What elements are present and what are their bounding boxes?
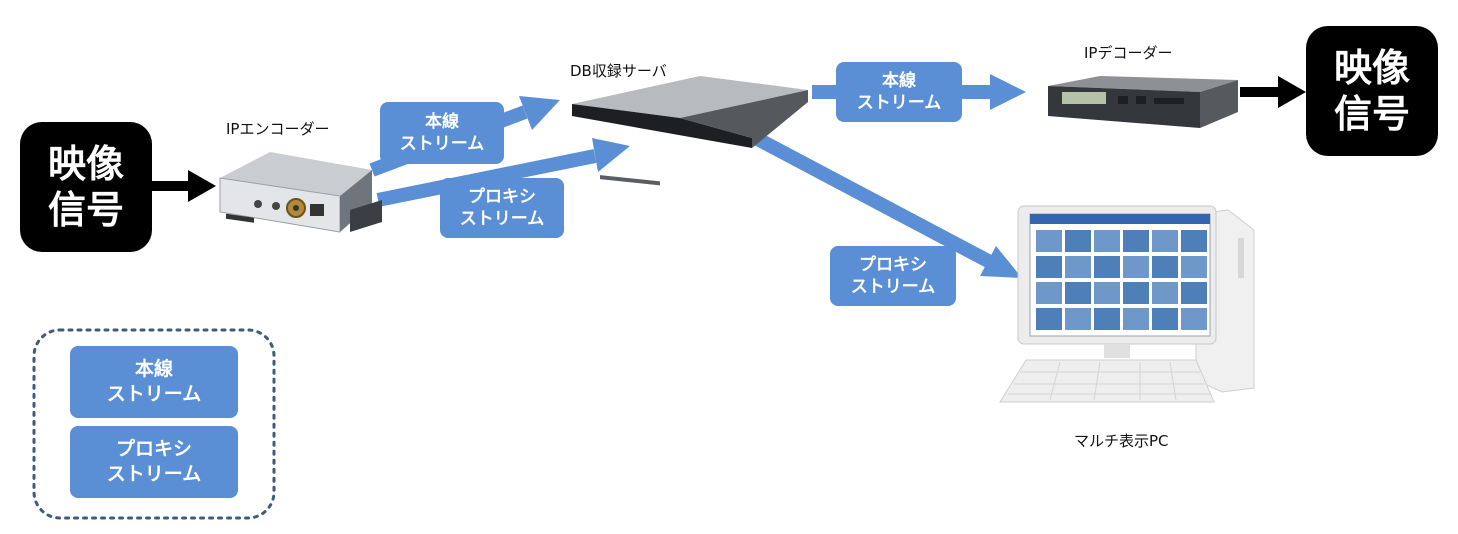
arrow-server-to-pc: [748, 129, 1022, 278]
legend-frame: [32, 328, 276, 520]
pc-thumbnail: [1152, 308, 1178, 330]
encoder-main-stream-label: 本線 ストリーム: [380, 102, 504, 164]
output-video-signal: 映像 信号: [1306, 26, 1438, 156]
pc-thumbnail: [1065, 256, 1091, 278]
pc-thumbnail: [1094, 282, 1120, 304]
pc-thumbnail: [1123, 308, 1149, 330]
pc-thumbnail: [1036, 282, 1062, 304]
pc-thumbnail: [1181, 230, 1207, 252]
ip-decoder-device: [1048, 76, 1238, 128]
encoder-label: IPエンコーダー: [226, 120, 330, 138]
server-main-stream-label: 本線 ストリーム: [836, 62, 962, 122]
pc-thumbnail: [1094, 308, 1120, 330]
arrow-input-to-encoder: [150, 170, 216, 202]
pc-thumbnail: [1123, 230, 1149, 252]
db-server-device: [572, 76, 808, 186]
legend-main-stream: 本線 ストリーム: [70, 346, 238, 418]
pc-thumbnail: [1036, 230, 1062, 252]
multi-display-pc: [999, 205, 1255, 403]
pc-thumbnail: [1181, 308, 1207, 330]
pc-screen-thumbnails: [1036, 230, 1207, 330]
arrow-decoder-to-output: [1240, 76, 1306, 108]
pc-thumbnail: [1181, 282, 1207, 304]
legend-proxy-stream: プロキシ ストリーム: [70, 426, 238, 498]
encoder-proxy-stream-label: プロキシ ストリーム: [440, 178, 564, 238]
pc-thumbnail: [1094, 230, 1120, 252]
pc-thumbnail: [1152, 230, 1178, 252]
decoder-label: IPデコーダー: [1084, 44, 1173, 62]
pc-thumbnail: [1123, 256, 1149, 278]
pc-thumbnail: [1152, 282, 1178, 304]
pc-thumbnail: [1036, 308, 1062, 330]
pc-thumbnail: [1152, 256, 1178, 278]
ip-encoder-device: [219, 152, 382, 233]
pc-thumbnail: [1181, 256, 1207, 278]
pc-thumbnail: [1036, 256, 1062, 278]
pc-thumbnail: [1065, 282, 1091, 304]
server-label: DB収録サーバ: [570, 62, 667, 80]
pc-thumbnail: [1094, 256, 1120, 278]
pc-thumbnail: [1123, 282, 1149, 304]
pc-thumbnail: [1065, 308, 1091, 330]
input-video-signal: 映像 信号: [20, 122, 152, 252]
pc-thumbnail: [1065, 230, 1091, 252]
server-proxy-stream-label: プロキシ ストリーム: [830, 246, 956, 306]
pc-label: マルチ表示PC: [1074, 432, 1169, 450]
